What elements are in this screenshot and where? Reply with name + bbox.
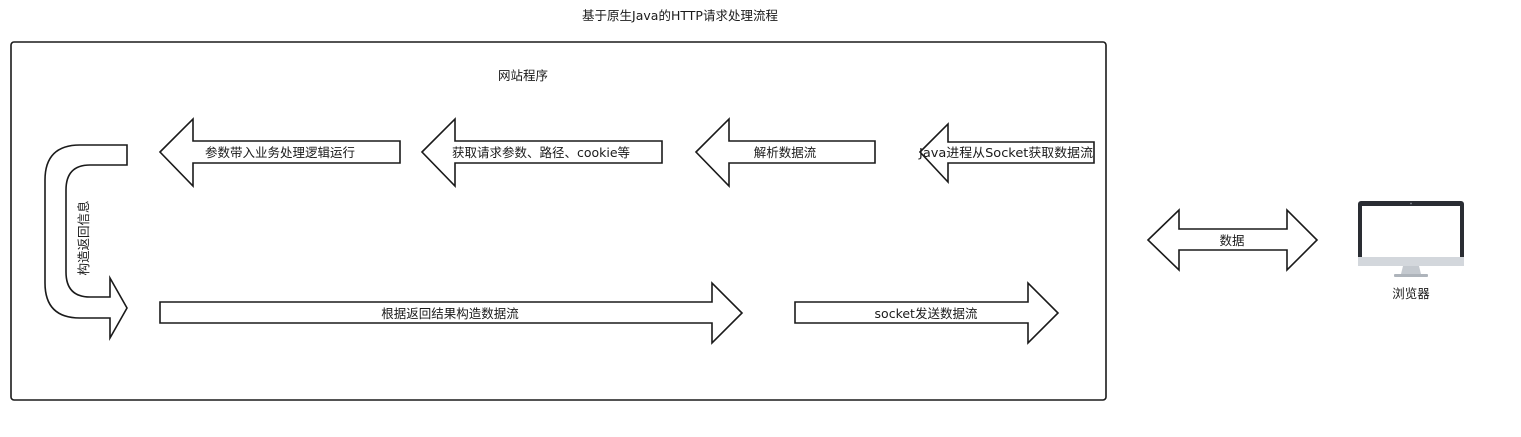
arrow-socket-send: socket发送数据流: [794, 281, 1060, 345]
arrow-parse-stream: 解析数据流: [694, 117, 876, 188]
arrow-socket-read: Java进程从Socket获取数据流: [918, 122, 1095, 185]
container-label: 网站程序: [498, 68, 548, 83]
arrow-business-logic: 参数带入业务处理逻辑运行: [158, 117, 401, 188]
arrow-get-params: 获取请求参数、路径、cookie等: [420, 117, 663, 188]
exchange-label: 数据: [1219, 233, 1244, 248]
arrow-socket-send-label: socket发送数据流: [875, 306, 978, 321]
browser-label: 浏览器: [1392, 286, 1430, 301]
arrow-build-stream: 根据返回结果构造数据流: [159, 281, 744, 345]
website-program-box: [10, 41, 1107, 401]
arrow-build-response: 构造返回信息: [44, 144, 128, 342]
arrow-get-params-label: 获取请求参数、路径、cookie等: [452, 145, 630, 160]
loop-label: 构造返回信息: [76, 200, 91, 275]
diagram-title: 基于原生Java的HTTP请求处理流程: [582, 8, 778, 23]
arrow-business-logic-label: 参数带入业务处理逻辑运行: [205, 145, 355, 160]
monitor-icon: [1358, 201, 1464, 277]
arrow-parse-stream-label: 解析数据流: [754, 145, 817, 160]
arrow-build-stream-label: 根据返回结果构造数据流: [381, 306, 519, 321]
arrow-data-exchange: 数据: [1146, 208, 1319, 272]
arrow-socket-read-label: Java进程从Socket获取数据流: [918, 145, 1094, 160]
